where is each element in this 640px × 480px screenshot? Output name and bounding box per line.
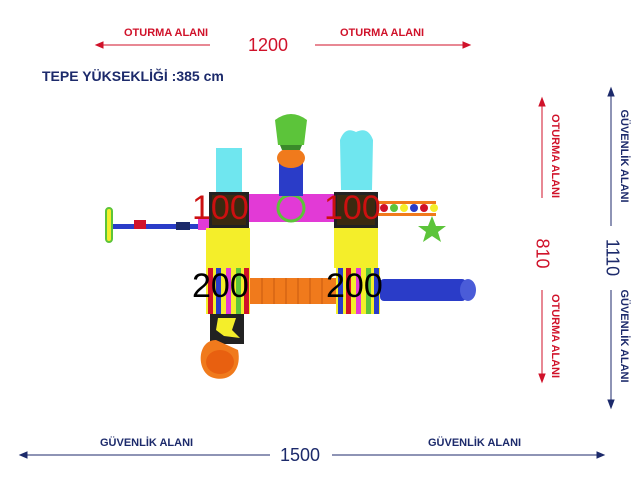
top-right-seating-label: OTURMA ALANI: [340, 27, 425, 39]
bottom-left-safety-label: GÜVENLİK ALANI: [100, 437, 194, 449]
peak-height-label: TEPE YÜKSEKLİĞİ :385 cm: [42, 68, 224, 84]
platform-height-bottom-left: 200: [192, 267, 249, 305]
yellow-post-left: [206, 228, 250, 268]
green-star-climber: [418, 216, 446, 242]
right-inner-top-seating-label: OTURMA ALANI: [549, 113, 561, 199]
top-dimension-line: [94, 41, 472, 49]
stripes-bottom-right: [338, 268, 379, 314]
horizontal-ladder-bar: [112, 224, 208, 229]
cyan-tube-left: [216, 148, 242, 192]
bottom-width-value: 1500: [280, 445, 321, 465]
orange-tunnel-bridge: [250, 278, 336, 304]
bottom-dimension-line: [18, 451, 606, 459]
blue-slide: [380, 279, 466, 301]
bottom-right-safety-label: GÜVENLİK ALANI: [428, 437, 522, 449]
yellow-post-right: [334, 228, 378, 268]
stripes-bottom-left: [208, 268, 249, 314]
platform-height-bottom-right: 200: [326, 267, 383, 305]
platform-height-top-left: 100: [192, 189, 249, 227]
right-inner-depth-value: 810: [532, 238, 553, 269]
ladder-pole: [105, 207, 113, 243]
top-left-seating-label: OTURMA ALANI: [124, 27, 209, 39]
platform-height-top-right: 100: [324, 189, 381, 227]
right-outer-top-safety-label: GÜVENLİK ALANI: [618, 109, 630, 203]
top-width-value: 1200: [248, 35, 289, 55]
cyan-tube-right: [340, 130, 373, 190]
rope-ladder: [378, 201, 438, 216]
green-roof: [275, 114, 307, 145]
right-outer-depth-value: 1110: [602, 238, 623, 277]
right-inner-bottom-seating-label: OTURMA ALANI: [549, 293, 561, 379]
green-dome: [276, 193, 306, 223]
inner-right-dimension-line: [538, 96, 546, 384]
outer-right-dimension-line: [607, 86, 615, 410]
right-outer-bottom-safety-label: GÜVENLİK ALANI: [618, 289, 630, 383]
equipment: [105, 114, 476, 379]
